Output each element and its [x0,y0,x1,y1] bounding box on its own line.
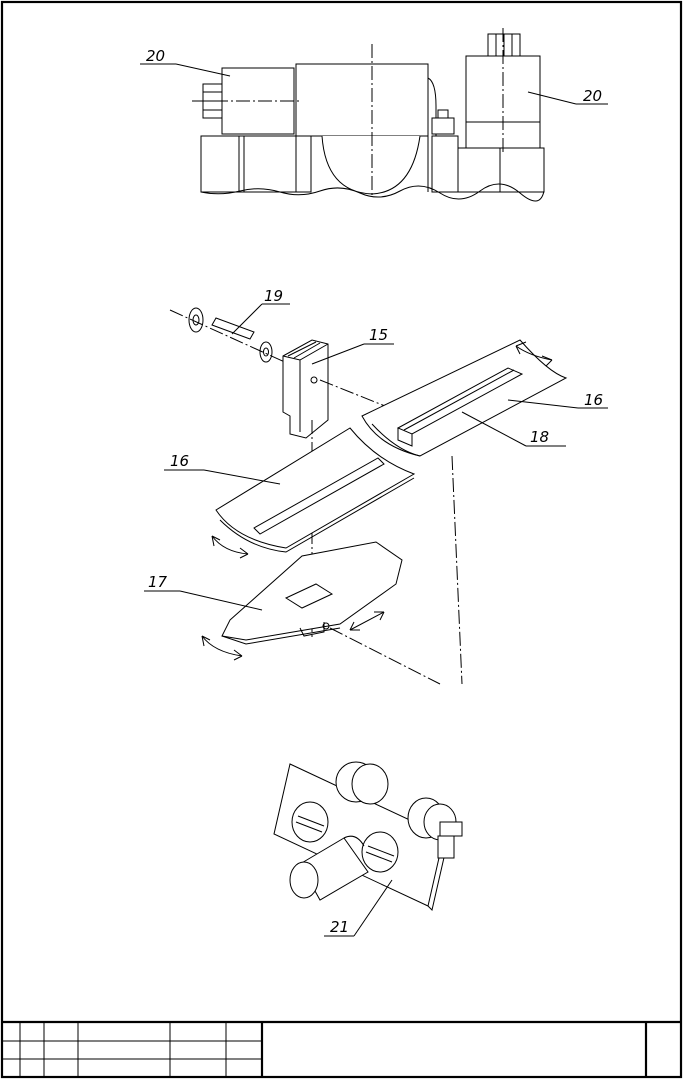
callout-18: 18 [461,411,566,447]
callout-label-16-left: 16 [170,452,189,470]
roller-unit-view [273,761,463,911]
title-block [2,1020,681,1077]
callout-label-21: 21 [330,918,349,936]
callout-label-19: 19 [264,287,283,305]
callout-15: 15 [311,326,394,365]
callout-16-right: 16 [507,391,608,409]
exploded-view [169,307,568,685]
callout-label-15: 15 [369,326,388,344]
callout-label-20-right: 20 [583,87,602,105]
callout-19: 19 [231,287,290,335]
callout-20-left: 20 [140,47,231,77]
callout-16-left: 16 [164,452,281,485]
callout-17: 17 [144,573,263,611]
callout-label-16-right: 16 [584,391,603,409]
callout-20-right: 20 [527,87,608,105]
callout-label-20-left: 20 [146,47,165,65]
callout-label-18: 18 [530,428,549,446]
top-assembly-view [192,28,545,202]
callout-label-17: 17 [148,573,168,591]
callout-21: 21 [324,879,393,937]
